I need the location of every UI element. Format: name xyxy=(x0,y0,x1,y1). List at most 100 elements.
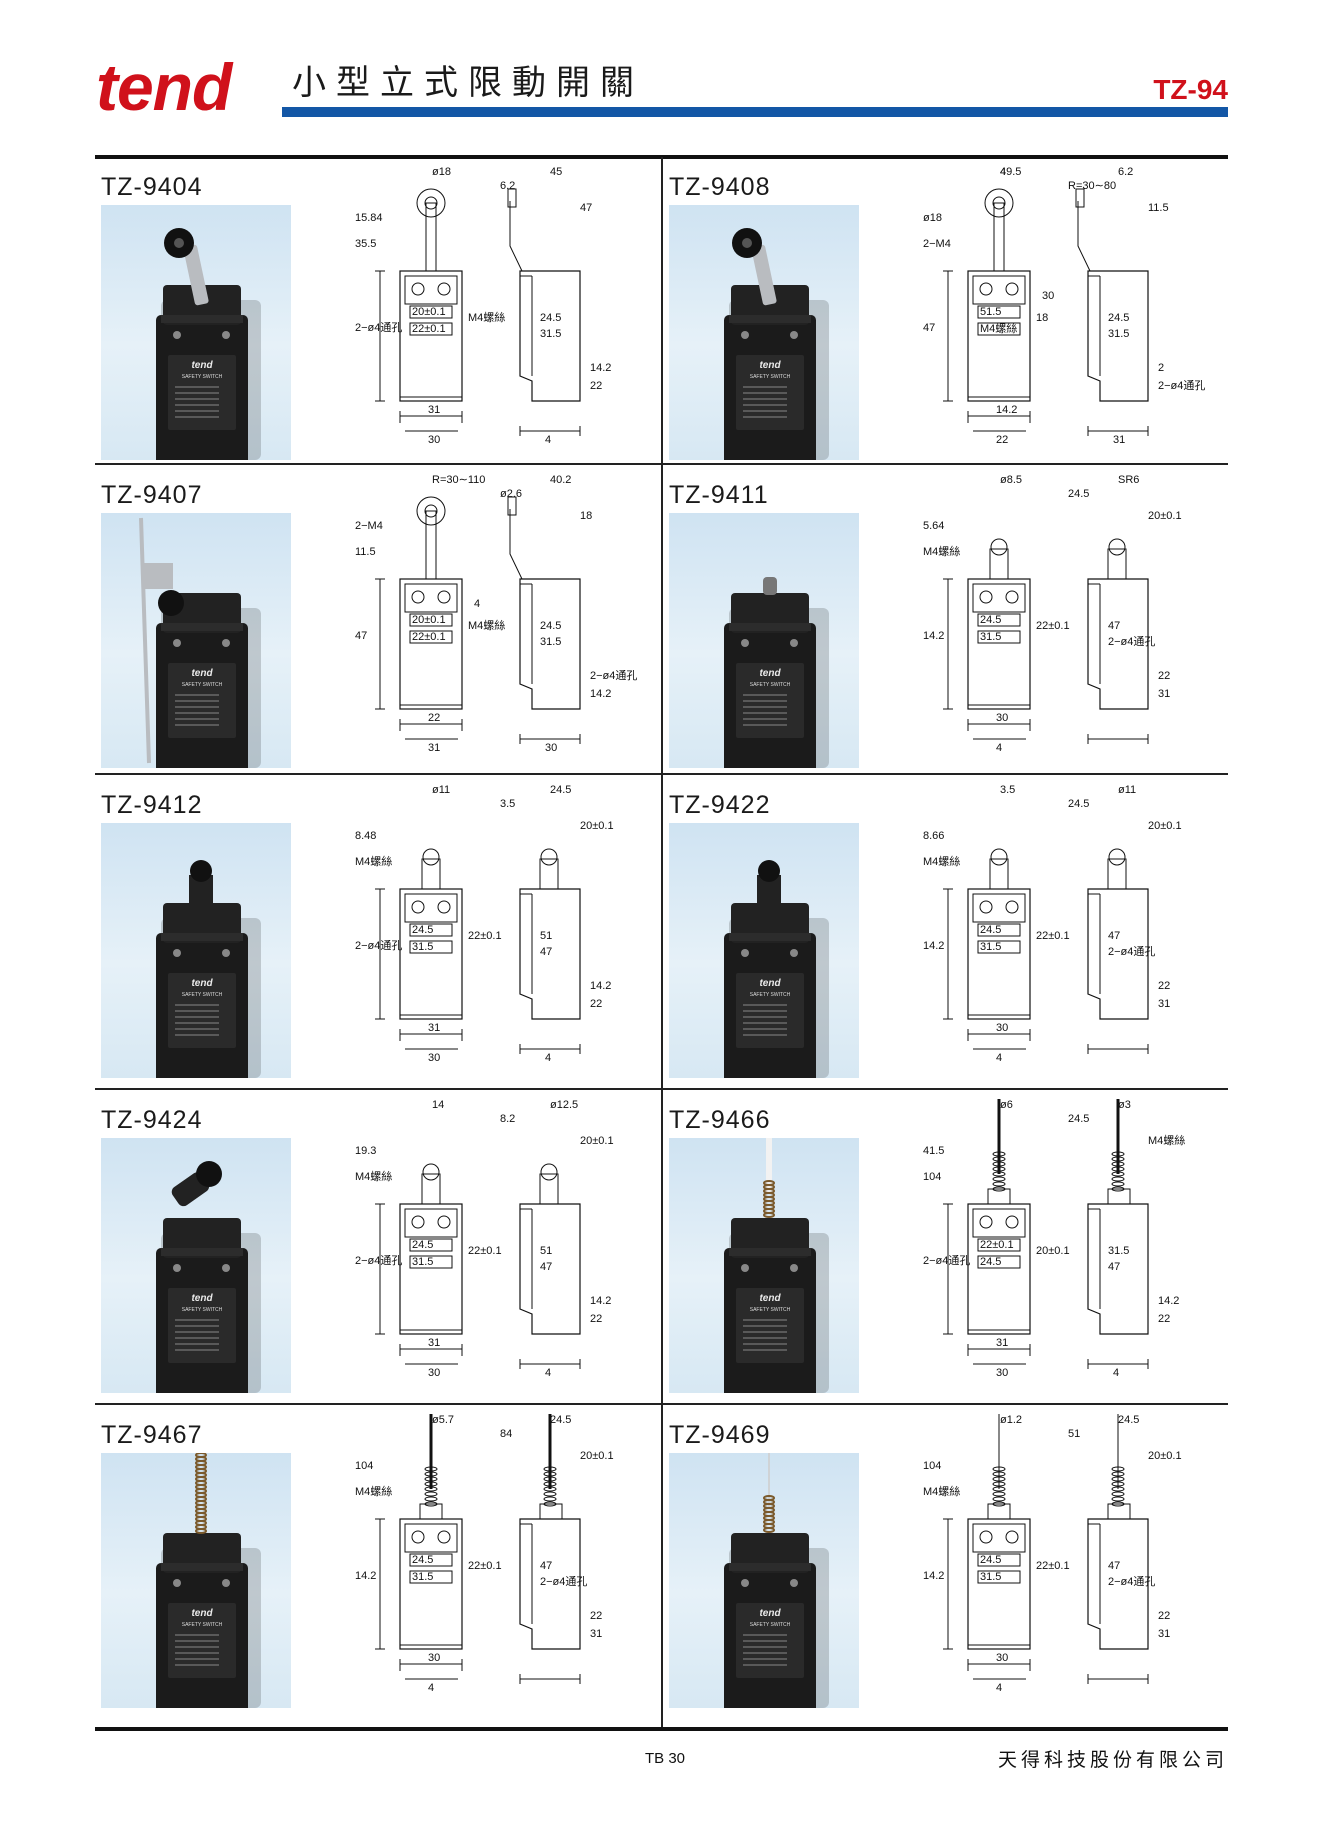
dimension-label: 24.5 xyxy=(1068,1113,1089,1125)
svg-text:SAFETY SWITCH: SAFETY SWITCH xyxy=(182,682,223,688)
dimension-label: 31 xyxy=(996,1337,1008,1349)
dimension-label: 49.5 xyxy=(1000,166,1021,178)
dimension-label: 22 xyxy=(590,1313,602,1325)
svg-text:tend: tend xyxy=(191,668,213,679)
dimension-label: 51 xyxy=(540,1245,552,1257)
model-number: TZ-9422 xyxy=(669,791,771,819)
dimension-label: 24.5 xyxy=(980,1554,1001,1566)
dimension-label: 31 xyxy=(590,1628,602,1640)
model-number: TZ-9466 xyxy=(669,1106,771,1134)
column-divider xyxy=(661,157,663,1727)
model-number: TZ-9404 xyxy=(101,173,203,201)
dimension-label: 14.2 xyxy=(355,1570,376,1582)
dimension-label: 31.5 xyxy=(412,1256,433,1268)
svg-text:tend: tend xyxy=(191,1293,213,1304)
dimension-label: 30 xyxy=(428,1052,440,1064)
dimension-label: ø3 xyxy=(1118,1099,1131,1111)
dimension-label: 4 xyxy=(996,742,1002,754)
dimension-label: 30 xyxy=(996,1367,1008,1379)
dimension-label: 18 xyxy=(580,510,592,522)
dimension-label: ø18 xyxy=(923,212,942,224)
dimension-label: 22±0.1 xyxy=(412,323,446,335)
dimension-label: 104 xyxy=(923,1171,941,1183)
dimension-label: 45 xyxy=(550,166,562,178)
dimension-label: 20±0.1 xyxy=(580,820,614,832)
dimension-label: 24.5 xyxy=(980,1256,1001,1268)
dimension-label: 24.5 xyxy=(1068,798,1089,810)
dimension-label: 20±0.1 xyxy=(580,1450,614,1462)
dimension-label: 51 xyxy=(540,930,552,942)
dimension-label: 6.2 xyxy=(500,180,515,192)
dimension-label: 31 xyxy=(428,404,440,416)
dimension-label: 14.2 xyxy=(923,630,944,642)
dimension-label: 31 xyxy=(428,742,440,754)
dimension-label: 14 xyxy=(432,1099,444,1111)
svg-text:tend: tend xyxy=(191,360,213,371)
model-number: TZ-9408 xyxy=(669,173,771,201)
dimension-label: 5.64 xyxy=(923,520,944,532)
dimension-label: 24.5 xyxy=(1068,488,1089,500)
dimension-label: 31.5 xyxy=(412,1571,433,1583)
dimension-label: 4 xyxy=(1113,1367,1119,1379)
dimension-label: 84 xyxy=(500,1428,512,1440)
dimension-label: M4螺絲 xyxy=(1148,1133,1185,1147)
dimension-label: ø1.2 xyxy=(1000,1414,1022,1426)
svg-text:SAFETY SWITCH: SAFETY SWITCH xyxy=(750,992,791,998)
dimension-label: 20±0.1 xyxy=(580,1135,614,1147)
model-number: TZ-9424 xyxy=(101,1106,203,1134)
dimension-label: 19.3 xyxy=(355,1145,376,1157)
dimension-label: 22 xyxy=(1158,980,1170,992)
dimension-label: 47 xyxy=(540,1560,552,1572)
svg-text:SAFETY SWITCH: SAFETY SWITCH xyxy=(750,682,791,688)
dimension-label: 22±0.1 xyxy=(1036,930,1070,942)
dimension-label: 14.2 xyxy=(996,404,1017,416)
model-number: TZ-9412 xyxy=(101,791,203,819)
bottom-rule xyxy=(95,1727,1228,1731)
dimension-label: 4 xyxy=(996,1682,1002,1694)
dimension-label: 14.2 xyxy=(923,1570,944,1582)
dimension-label: M4螺絲 xyxy=(468,618,505,632)
svg-text:tend: tend xyxy=(759,360,781,371)
dimension-label: 31.5 xyxy=(980,941,1001,953)
dimension-label: 22 xyxy=(428,712,440,724)
dimension-label: 4 xyxy=(1000,166,1006,178)
dimension-label: 104 xyxy=(923,1460,941,1472)
model-number: TZ-9411 xyxy=(669,481,769,509)
dimension-label: 47 xyxy=(1108,1261,1120,1273)
dimension-label: 20±0.1 xyxy=(1148,820,1182,832)
dimension-label: 20±0.1 xyxy=(412,306,446,318)
dimension-label: ø6 xyxy=(1000,1099,1013,1111)
dimension-label: 31.5 xyxy=(1108,328,1129,340)
dimension-label: 2−ø4通孔 xyxy=(355,939,402,952)
dimension-label: 4 xyxy=(996,1052,1002,1064)
dimension-label: 30 xyxy=(996,1022,1008,1034)
header-bar xyxy=(282,107,1228,117)
dimension-label: 24.5 xyxy=(550,1414,571,1426)
dimension-label: 2−ø4通孔 xyxy=(540,1575,587,1588)
dimension-label: 47 xyxy=(580,202,592,214)
dimension-label: 6.2 xyxy=(1118,166,1133,178)
dimension-label: 24.5 xyxy=(980,924,1001,936)
dimension-label: 31 xyxy=(428,1022,440,1034)
svg-text:SAFETY SWITCH: SAFETY SWITCH xyxy=(182,1622,223,1628)
dimension-label: 2−ø4通孔 xyxy=(590,669,637,682)
dimension-label: 20±0.1 xyxy=(1036,1245,1070,1257)
dimension-label: 47 xyxy=(355,630,367,642)
dimension-label: R=30∼80 xyxy=(1068,180,1116,192)
dimension-label: 31.5 xyxy=(1108,1245,1129,1257)
